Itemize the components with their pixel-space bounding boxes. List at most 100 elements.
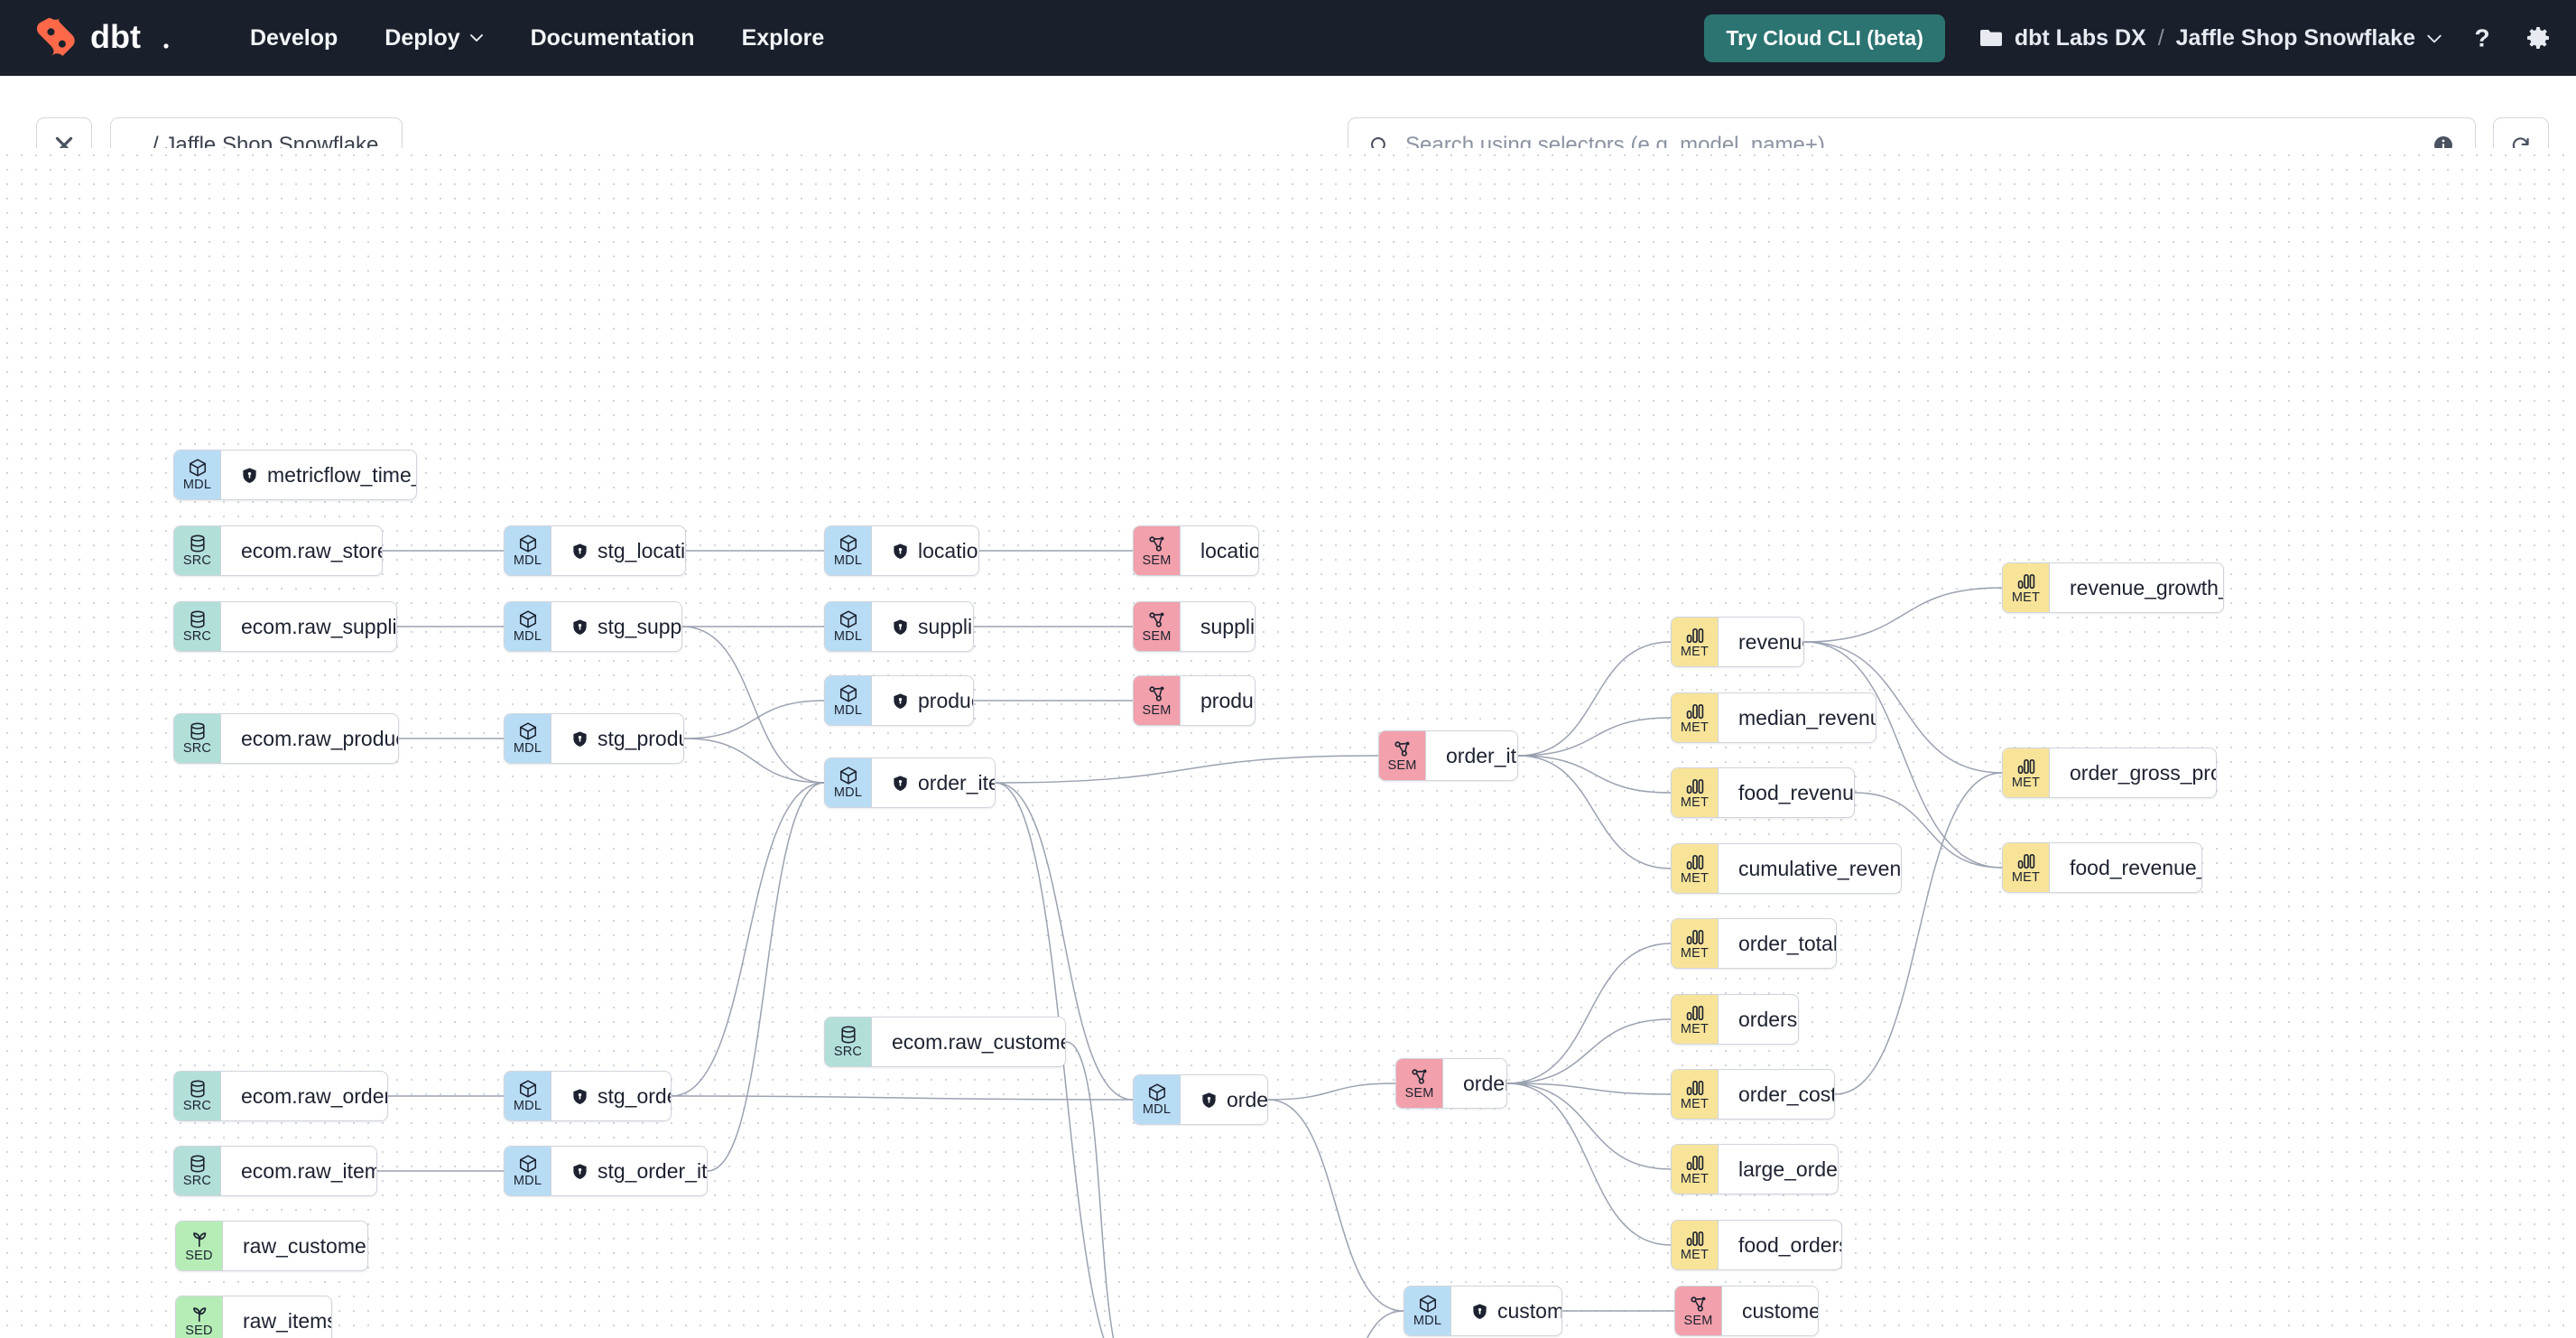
node-label-wrap: revenue [1719, 618, 1803, 666]
nav-item-explore[interactable]: Explore [718, 16, 848, 60]
breadcrumb-account[interactable]: dbt Labs DX [2014, 24, 2146, 51]
node-type-badge-mdl: MDL [505, 1072, 551, 1120]
node-type-label: MDL [513, 629, 542, 645]
node-label: orders [1227, 1087, 1268, 1111]
node-label: raw_items [243, 1308, 332, 1333]
nav-label: Develop [250, 24, 338, 51]
node-label: stg_locations [598, 538, 686, 562]
chevron-down-icon [469, 31, 484, 45]
node-label-wrap: stg_supplies [551, 602, 681, 651]
node-type-label: MDL [182, 478, 212, 493]
graph-node-stg_supplies[interactable]: MDL stg_supplies [504, 601, 682, 652]
try-cloud-cli-button[interactable]: Try Cloud CLI (beta) [1704, 14, 1945, 62]
lineage-edge [1506, 1082, 1672, 1095]
node-type-badge-met: MET [1672, 1145, 1719, 1194]
node-type-label: MET [1680, 795, 1710, 811]
node-type-badge-sem: SEM [1675, 1287, 1722, 1335]
help-question-icon[interactable]: ? [2468, 23, 2497, 52]
nav-item-documentation[interactable]: Documentation [507, 16, 718, 60]
node-label-wrap: metricflow_time_spine [221, 451, 416, 499]
dbt-logo[interactable]: dbt [32, 18, 176, 58]
nav-item-deploy[interactable]: Deploy [361, 16, 506, 60]
node-label: food_revenue [1738, 780, 1855, 804]
node-type-label: SEM [1683, 1314, 1713, 1329]
node-label-wrap: order_total [1719, 919, 1836, 968]
graph-node-met_revenue_growth_mom[interactable]: MET revenue_growth_mom [2002, 562, 2224, 613]
node-label-wrap: customers [1451, 1287, 1561, 1335]
nav-item-develop[interactable]: Develop [227, 16, 361, 60]
graph-node-sem_orders[interactable]: SEMorders [1395, 1058, 1507, 1109]
graph-node-sem_supplies[interactable]: SEMsupplies [1133, 601, 1256, 652]
node-type-badge-src: SRC [174, 526, 221, 575]
node-type-label: SRC [182, 553, 212, 569]
lineage-edge [1267, 1082, 1396, 1101]
graph-node-stg_locations[interactable]: MDL stg_locations [504, 525, 686, 576]
graph-node-mdl_supplies[interactable]: MDLsupplies [824, 601, 974, 652]
graph-node-mdl_products[interactable]: MDLproducts [824, 675, 974, 726]
node-type-label: MDL [1413, 1314, 1442, 1329]
dbt-wordmark: dbt [90, 20, 169, 55]
node-label-wrap: food_revenue_pct [2050, 843, 2201, 892]
node-type-badge-met: MET [1672, 1070, 1719, 1119]
graph-node-mdl_locations[interactable]: MDLlocations [824, 525, 979, 576]
node-label: revenue_growth_mom [2070, 575, 2223, 599]
graph-node-mdl_customers[interactable]: MDL customers [1404, 1286, 1562, 1336]
lineage-edge [1803, 641, 2003, 869]
shield-badge-icon [573, 543, 587, 559]
node-label-wrap: locations [872, 526, 978, 575]
node-type-label: SRC [833, 1045, 863, 1060]
node-type-badge-mdl: MDL [505, 602, 551, 651]
node-label-wrap: stg_locations [551, 526, 686, 575]
node-label-wrap: ecom.raw_supplies [221, 602, 396, 651]
node-label-wrap: supplies [872, 602, 973, 651]
chevron-down-icon [2426, 31, 2442, 45]
graph-node-sem_customers[interactable]: SEMcustomers [1674, 1286, 1819, 1336]
graph-node-metricflow_time_spine[interactable]: MDL metricflow_time_spine [173, 450, 417, 500]
node-type-label: MET [1680, 1248, 1710, 1263]
lineage-edge [1517, 755, 1672, 794]
node-label: ecom.raw_customers [892, 1029, 1065, 1054]
shield-badge-icon [573, 730, 587, 747]
graph-node-met_food_revenue_pct[interactable]: MET food_revenue_pct [2002, 842, 2202, 893]
node-type-badge-mdl: MDL [505, 526, 551, 575]
shield-badge-icon [894, 618, 907, 635]
breadcrumb-project-selector[interactable]: Jaffle Shop Snowflake [2176, 25, 2442, 51]
node-type-label: MDL [1142, 1102, 1172, 1118]
node-type-badge-mdl: MDL [1134, 1075, 1181, 1124]
lineage-graph-canvas[interactable]: MDL metricflow_time_spineSRCecom.raw_stor… [0, 148, 2576, 1338]
node-type-badge-mdl: MDL [505, 714, 551, 763]
gear-icon[interactable] [2524, 23, 2553, 52]
graph-node-ecom_raw_customers[interactable]: SRC ecom.raw_customers [824, 1017, 1066, 1067]
graph-node-mdl_orders[interactable]: MDL orders [1133, 1074, 1268, 1125]
graph-node-sem_products[interactable]: SEMproducts [1133, 675, 1256, 726]
lineage-edge [1267, 1099, 1404, 1312]
nav-label: Explore [741, 24, 825, 51]
node-type-label: MET [2011, 590, 2041, 606]
node-type-label: MET [1680, 1172, 1710, 1187]
node-type-label: MET [2011, 870, 2041, 886]
graph-node-sem_locations[interactable]: SEMlocations [1133, 525, 1259, 576]
graph-node-met_food_revenue[interactable]: MET food_revenue [1671, 767, 1855, 818]
shield-badge-icon [1473, 1303, 1487, 1319]
